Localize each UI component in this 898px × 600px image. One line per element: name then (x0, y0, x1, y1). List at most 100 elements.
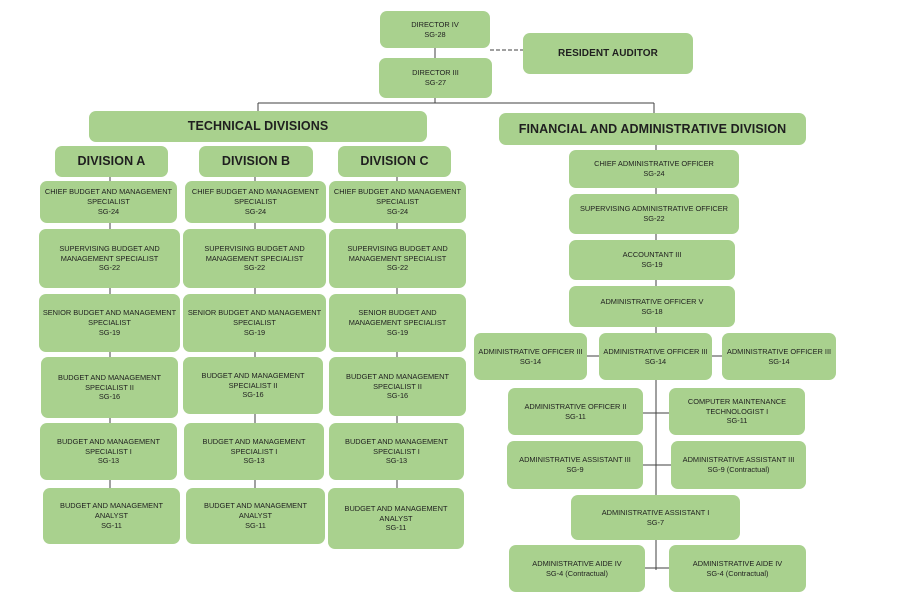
accountant-iii-box: ACCOUNTANT III SG-19 (569, 240, 735, 280)
div-b-position: BUDGET AND MANAGEMENT SPECIALIST II SG-1… (183, 357, 323, 414)
position-grade: SG-4 (Contractual) (706, 568, 769, 578)
position-title: ADMINISTRATIVE ASSISTANT III (682, 455, 795, 465)
position-grade: SG-24 (244, 206, 267, 216)
position-title: BUDGET AND MANAGEMENT ANALYST (60, 501, 163, 520)
position-title: BUDGET AND MANAGEMENT SPECIALIST II (201, 370, 305, 390)
position-title: ADMINISTRATIVE OFFICER III (478, 346, 583, 356)
resident-auditor-title: RESIDENT AUDITOR (558, 47, 658, 59)
position-grade: SG-19 (386, 327, 409, 337)
position-grade: SG-11 (726, 416, 748, 426)
position-grade: SG-14 (519, 356, 542, 366)
division-name: DIVISION C (360, 154, 429, 169)
div-b-position: SUPERVISING BUDGET AND MANAGEMENT SPECIA… (183, 229, 326, 288)
position-grade: SG-16 (386, 391, 409, 401)
admin-aide-iv-left-box: ADMINISTRATIVE AIDE IV SG-4 (Contractual… (509, 545, 645, 592)
director-iv-title: DIRECTOR IV (411, 19, 459, 29)
position-grade: SG-16 (98, 392, 121, 402)
position-title: BUDGET AND MANAGEMENT SPECIALIST I (202, 436, 306, 456)
position-title: ADMINISTRATIVE ASSISTANT III (519, 455, 631, 465)
computer-maintenance-tech-box: COMPUTER MAINTENANCE TECHNOLOGIST I SG-1… (669, 388, 805, 435)
position-title: ADMINISTRATIVE AIDE IV (692, 558, 783, 568)
admin-officer-ii-box: ADMINISTRATIVE OFFICER II SG-11 (508, 388, 643, 435)
position-title: CHIEF ADMINISTRATIVE OFFICER (594, 159, 714, 169)
div-b-position: BUDGET AND MANAGEMENT SPECIALIST I SG-13 (184, 423, 324, 480)
position-title: ACCOUNTANT III (622, 250, 682, 260)
division-c-header: DIVISION C (338, 146, 451, 177)
position-grade: SG-19 (243, 327, 266, 337)
division-b-header: DIVISION B (199, 146, 313, 177)
position-title: SUPERVISING ADMINISTRATIVE OFFICER (580, 204, 728, 214)
position-grade: SG-14 (644, 356, 667, 366)
director-iv-grade: SG-28 (424, 29, 446, 39)
admin-officer-iii-center-box: ADMINISTRATIVE OFFICER III SG-14 (599, 333, 712, 380)
div-c-position: SUPERVISING BUDGET AND MANAGEMENT SPECIA… (329, 229, 466, 288)
fad-title: FINANCIAL AND ADMINISTRATIVE DIVISION (518, 121, 787, 136)
position-grade: SG-22 (643, 214, 665, 223)
div-c-position: BUDGET AND MANAGEMENT SPECIALIST I SG-13 (329, 423, 464, 480)
position-title: SUPERVISING BUDGET AND MANAGEMENT SPECIA… (59, 243, 160, 263)
position-title: CHIEF BUDGET AND MANAGEMENT SPECIALIST (333, 187, 462, 206)
div-a-position: BUDGET AND MANAGEMENT SPECIALIST I SG-13 (40, 423, 177, 480)
position-grade: SG-11 (565, 411, 586, 421)
div-c-position: SENIOR BUDGET AND MANAGEMENT SPECIALIST … (329, 294, 466, 352)
position-grade: SG-7 (646, 517, 665, 527)
div-a-position: CHIEF BUDGET AND MANAGEMENT SPECIALIST S… (40, 181, 177, 223)
div-b-position: CHIEF BUDGET AND MANAGEMENT SPECIALIST S… (185, 181, 326, 223)
position-title: SUPERVISING BUDGET AND MANAGEMENT SPECIA… (347, 243, 448, 263)
position-title: CHIEF BUDGET AND MANAGEMENT SPECIALIST (191, 187, 320, 206)
position-grade: SG-4 (Contractual) (545, 568, 609, 578)
position-grade: SG-11 (385, 523, 407, 533)
position-title: BUDGET AND MANAGEMENT SPECIALIST I (345, 436, 448, 456)
admin-assistant-iii-left-box: ADMINISTRATIVE ASSISTANT III SG-9 (507, 441, 643, 489)
technical-divisions-title: TECHNICAL DIVISIONS (187, 119, 329, 134)
position-title: SENIOR BUDGET AND MANAGEMENT SPECIALIST (187, 308, 322, 327)
position-title: ADMINISTRATIVE OFFICER V (600, 296, 704, 306)
director-iii-box: DIRECTOR III SG-27 (379, 58, 492, 98)
position-title: SENIOR BUDGET AND MANAGEMENT SPECIALIST (348, 308, 447, 327)
admin-officer-iii-left-box: ADMINISTRATIVE OFFICER III SG-14 (474, 333, 587, 380)
position-title: BUDGET AND MANAGEMENT SPECIALIST II (58, 372, 161, 392)
position-grade: SG-22 (243, 263, 266, 273)
position-title: COMPUTER MAINTENANCE TECHNOLOGIST I (687, 396, 787, 416)
position-grade: SG-22 (98, 263, 121, 273)
position-grade: SG-24 (97, 206, 120, 216)
admin-officer-v-box: ADMINISTRATIVE OFFICER V SG-18 (569, 286, 735, 327)
position-title: BUDGET AND MANAGEMENT ANALYST (204, 501, 307, 520)
position-title: ADMINISTRATIVE AIDE IV (532, 558, 622, 568)
div-c-position: CHIEF BUDGET AND MANAGEMENT SPECIALIST S… (329, 181, 466, 223)
position-grade: SG-18 (641, 306, 663, 316)
div-c-position: BUDGET AND MANAGEMENT ANALYST SG-11 (328, 488, 464, 549)
director-iii-grade: SG-27 (424, 78, 447, 87)
div-b-position: BUDGET AND MANAGEMENT ANALYST SG-11 (186, 488, 325, 544)
division-name: DIVISION A (77, 154, 146, 169)
position-grade: SG-24 (386, 206, 409, 216)
position-grade: SG-11 (101, 520, 122, 530)
position-title: ADMINISTRATIVE OFFICER III (726, 346, 832, 356)
resident-auditor-box: RESIDENT AUDITOR (523, 33, 693, 74)
supervising-admin-officer-box: SUPERVISING ADMINISTRATIVE OFFICER SG-22 (569, 194, 739, 234)
position-title: ADMINISTRATIVE ASSISTANT I (601, 507, 710, 517)
position-grade: SG-19 (641, 260, 663, 269)
admin-assistant-i-box: ADMINISTRATIVE ASSISTANT I SG-7 (571, 495, 740, 540)
position-grade: SG-22 (386, 263, 409, 273)
division-a-header: DIVISION A (55, 146, 168, 177)
div-a-position: SENIOR BUDGET AND MANAGEMENT SPECIALIST … (39, 294, 180, 352)
div-b-position: SENIOR BUDGET AND MANAGEMENT SPECIALIST … (183, 294, 326, 352)
position-grade: SG-16 (242, 390, 264, 400)
director-iv-box: DIRECTOR IV SG-28 (380, 11, 490, 48)
position-grade: SG-9 (566, 465, 584, 474)
director-iii-title: DIRECTOR III (412, 68, 459, 78)
position-grade: SG-11 (245, 520, 266, 530)
position-title: BUDGET AND MANAGEMENT SPECIALIST I (57, 436, 160, 456)
admin-assistant-iii-right-box: ADMINISTRATIVE ASSISTANT III SG-9 (Contr… (671, 441, 806, 489)
position-grade: SG-14 (768, 356, 790, 366)
admin-officer-iii-right-box: ADMINISTRATIVE OFFICER III SG-14 (722, 333, 836, 380)
position-title: BUDGET AND MANAGEMENT SPECIALIST II (346, 371, 449, 391)
position-title: ADMINISTRATIVE OFFICER III (603, 346, 708, 356)
div-a-position: BUDGET AND MANAGEMENT SPECIALIST II SG-1… (41, 357, 178, 418)
technical-divisions-header: TECHNICAL DIVISIONS (89, 111, 427, 142)
division-name: DIVISION B (221, 154, 291, 169)
div-a-position: SUPERVISING BUDGET AND MANAGEMENT SPECIA… (39, 229, 180, 288)
position-title: ADMINISTRATIVE OFFICER II (524, 401, 627, 411)
